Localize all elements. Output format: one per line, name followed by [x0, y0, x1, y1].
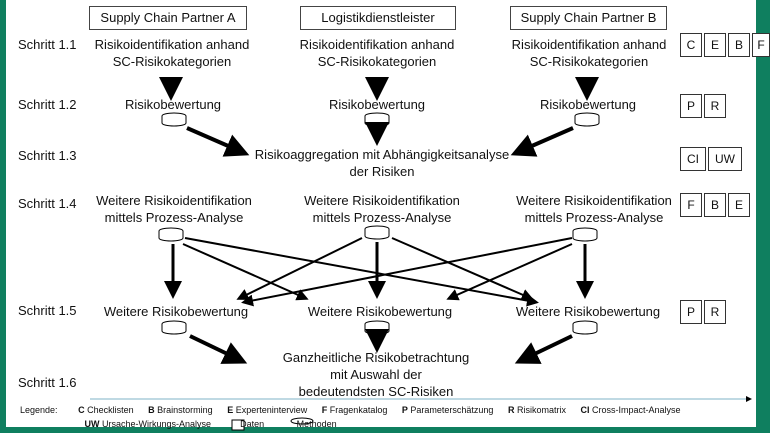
legend-item: C Checklisten: [78, 405, 134, 415]
method-box-ci: CI: [680, 147, 706, 171]
method-box-r: R: [704, 94, 726, 118]
partner-a-header: Supply Chain Partner A: [89, 6, 247, 30]
legend-label-uw: Ursache-Wirkungs-Analyse: [102, 419, 212, 429]
step-1-4-label: Schritt 1.4: [18, 196, 77, 211]
legend-methods-symbol-label: Methoden: [296, 419, 337, 429]
risk-evaluation-partner-b: Risikobewertung: [539, 97, 637, 112]
legend-title: Legende:: [20, 405, 58, 415]
further-risk-identification-partner-b: Weitere Risikoidentifikation mittels Pro…: [516, 193, 672, 225]
partner-b-header: Supply Chain Partner B: [510, 6, 667, 30]
method-box-p: P: [680, 300, 702, 324]
legend-item: B Brainstorming: [148, 405, 213, 415]
legend-item: P Parameterschätzung: [401, 405, 494, 415]
risk-identification-logistics: Risikoidentifikation anhand SC-Risikokat…: [299, 37, 455, 69]
legend-data-symbol-label: Daten: [240, 419, 265, 429]
legend-second-line: UW Ursache-Wirkungs-Analyse Daten Method…: [20, 419, 337, 429]
step-1-2-label: Schritt 1.2: [18, 97, 77, 112]
legend: Legende: C Checklisten B Brainstorming E…: [20, 405, 693, 415]
method-box-p: P: [680, 94, 702, 118]
legend-key-uw: UW: [84, 419, 100, 429]
right-border: [756, 0, 770, 433]
method-box-r: R: [704, 300, 726, 324]
risk-aggregation: Risikoaggregation mit Abhängigkeitsanaly…: [254, 147, 510, 179]
method-box-b: B: [728, 33, 750, 57]
logistics-provider-header: Logistikdienstleister: [300, 6, 456, 30]
method-box-e: E: [704, 33, 726, 57]
risk-identification-partner-a: Risikoidentifikation anhand SC-Risikokat…: [94, 37, 250, 69]
method-box-e: E: [728, 193, 750, 217]
bottom-border: [0, 427, 770, 433]
legend-item: E Experteninterview: [227, 405, 308, 415]
method-box-f: F: [752, 33, 770, 57]
step-1-6-label: Schritt 1.6: [18, 375, 77, 390]
method-box-f: F: [680, 193, 702, 217]
data-cylinder-icon: [161, 112, 600, 127]
method-box-uw: UW: [708, 147, 742, 171]
risk-evaluation-logistics: Risikobewertung: [328, 97, 426, 112]
risk-evaluation-partner-a: Risikobewertung: [124, 97, 222, 112]
legend-item: R Risikomatrix: [507, 405, 566, 415]
step-1-1-label: Schritt 1.1: [18, 37, 77, 52]
further-risk-identification-partner-a: Weitere Risikoidentifikation mittels Pro…: [96, 193, 252, 225]
further-risk-identification-logistics: Weitere Risikoidentifikation mittels Pro…: [304, 193, 460, 225]
method-box-c: C: [680, 33, 702, 57]
legend-item: CI Cross-Impact-Analyse: [580, 405, 681, 415]
step-1-5-label: Schritt 1.5: [18, 303, 77, 318]
further-risk-evaluation-partner-b: Weitere Risikobewertung: [515, 304, 661, 319]
further-risk-evaluation-partner-a: Weitere Risikobewertung: [103, 304, 249, 319]
further-risk-evaluation-logistics: Weitere Risikobewertung: [307, 304, 453, 319]
legend-item: F Fragenkatalog: [321, 405, 388, 415]
left-border: [0, 0, 6, 433]
data-cylinder-icon: [158, 225, 598, 242]
method-box-b: B: [704, 193, 726, 217]
data-cylinder-icon: [161, 320, 598, 335]
step-1-3-label: Schritt 1.3: [18, 148, 77, 163]
holistic-risk-view: Ganzheitliche Risikobetrachtung mit Ausw…: [282, 350, 470, 399]
risk-identification-partner-b: Risikoidentifikation anhand SC-Risikokat…: [511, 37, 667, 69]
